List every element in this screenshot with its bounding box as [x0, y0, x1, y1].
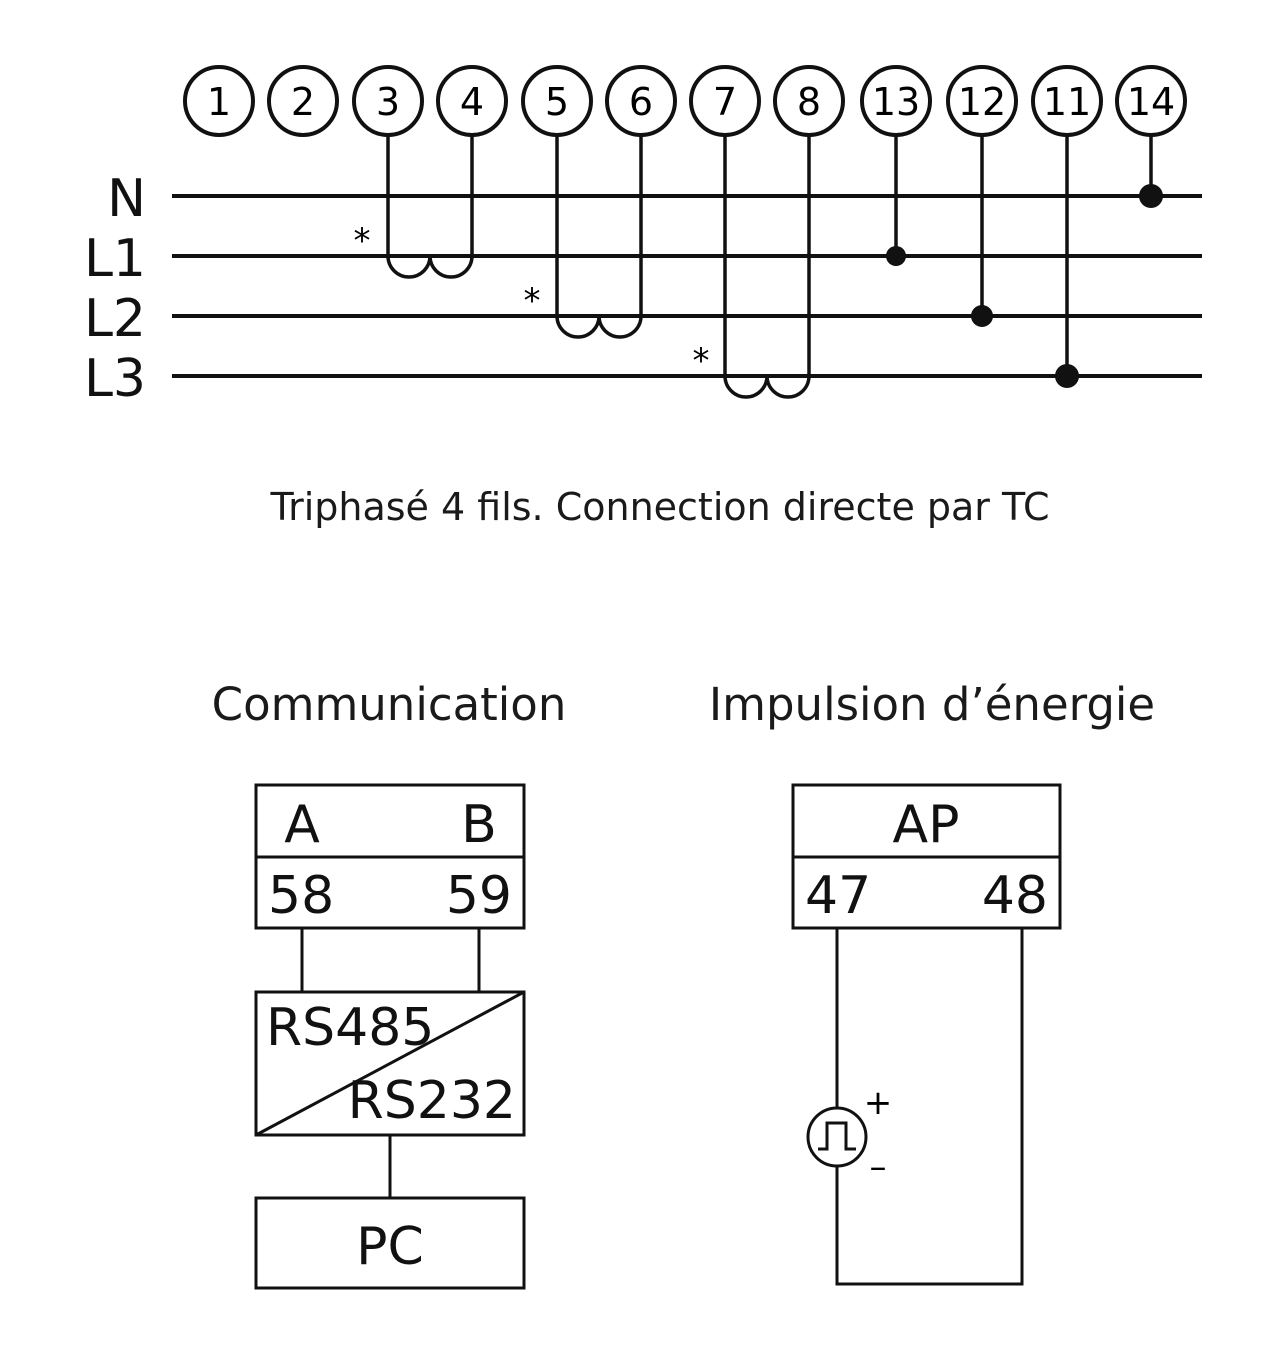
comm-b-terminal: 59 [446, 866, 512, 926]
pc-box [254, 1196, 526, 1290]
communication-block: A B 58 59 RS485 RS232 PC [254, 783, 526, 1290]
pulse-ap-label: AP [893, 795, 960, 855]
ct-loops: * * * [354, 136, 811, 399]
terminal-number: 13 [872, 80, 920, 124]
terminal-circle [183, 65, 255, 137]
tap-dot-13 [886, 246, 906, 266]
line-label-n: N [107, 169, 146, 229]
pulse-waveform-icon [818, 1121, 856, 1151]
pulse-block: AP 47 48 + – [791, 783, 1062, 1286]
ct-loop-l2 [555, 136, 643, 339]
terminal-circle [773, 65, 845, 137]
star-mark-l3: * [693, 341, 710, 381]
communication-title: Communication [212, 678, 567, 731]
line-label-l2: L2 [84, 289, 146, 349]
terminal-circle [1115, 65, 1187, 137]
pulse-minus: – [870, 1147, 887, 1187]
terminal-number: 3 [376, 80, 400, 124]
terminal-circle [1031, 65, 1103, 137]
terminal-number: 12 [958, 80, 1006, 124]
pulse-terminal-47: 47 [805, 866, 871, 926]
converter-rs232: RS232 [348, 1071, 516, 1131]
terminal-number: 4 [460, 80, 484, 124]
ct-loop-l3 [723, 136, 811, 399]
comm-b-label: B [461, 795, 497, 855]
tap-dot-11 [1055, 364, 1079, 388]
star-mark-l1: * [354, 221, 371, 261]
terminal-circle [605, 65, 677, 137]
terminal-number: 1 [207, 80, 231, 124]
pulse-loop-wire [835, 928, 1024, 1286]
terminal-number: 11 [1043, 80, 1091, 124]
pulse-source-icon [806, 1106, 868, 1168]
terminal-circle [352, 65, 424, 137]
comm-a-label: A [284, 795, 320, 855]
terminal-circle [436, 65, 508, 137]
terminal-number: 6 [629, 80, 653, 124]
terminal-number: 7 [713, 80, 737, 124]
pulse-title: Impulsion d’énergie [709, 678, 1155, 731]
pc-label: PC [356, 1217, 424, 1277]
line-labels: N L1 L2 L3 [84, 169, 146, 409]
comm-a-terminal: 58 [268, 866, 334, 926]
voltage-taps [886, 136, 1163, 388]
terminal-number: 2 [291, 80, 315, 124]
star-mark-l2: * [524, 281, 541, 321]
pulse-terminal-48: 48 [982, 866, 1048, 926]
pulse-plus: + [864, 1083, 893, 1123]
converter-diagonal [255, 990, 525, 1137]
terminal-number: 14 [1127, 80, 1175, 124]
terminal-circle [860, 65, 932, 137]
line-label-l1: L1 [84, 229, 146, 289]
terminal-circle [267, 65, 339, 137]
bus-lines [172, 194, 1202, 378]
terminal-circle [946, 65, 1018, 137]
tap-dot-14 [1139, 184, 1163, 208]
terminal-circle [689, 65, 761, 137]
terminal-number: 5 [545, 80, 569, 124]
line-label-l3: L3 [84, 349, 146, 409]
terminal-circle [521, 65, 593, 137]
tap-dot-12 [971, 305, 993, 327]
converter-rs485: RS485 [266, 998, 434, 1058]
wiring-caption: Triphasé 4 fils. Connection directe par … [269, 485, 1049, 529]
terminal-number: 8 [797, 80, 821, 124]
ct-loop-l1 [386, 136, 474, 279]
